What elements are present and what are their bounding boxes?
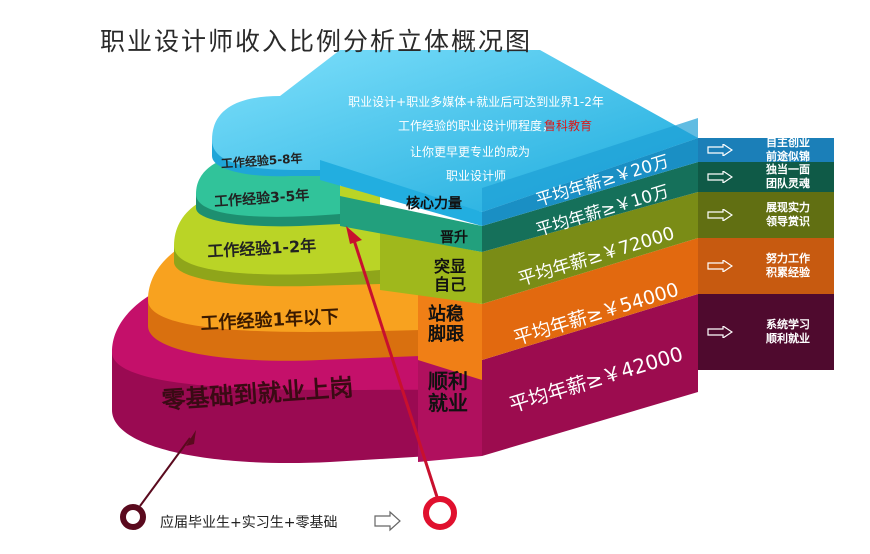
bottom-note: 应届毕业生+实习生+零基础	[160, 515, 338, 531]
level-2-front-face	[482, 238, 698, 360]
tag-line: 领导赏识	[766, 215, 810, 228]
level-2-tag-face	[698, 238, 834, 294]
page-title: 职业设计师收入比例分析立体概况图	[100, 27, 533, 56]
red-pointer	[346, 226, 457, 530]
level-1-front-face	[482, 294, 698, 456]
bottom-arrow-icon	[374, 510, 401, 532]
level-5-tag-face	[698, 138, 834, 162]
stage-label: 就业	[428, 391, 468, 415]
tag-line: 系统学习	[766, 318, 810, 331]
dark-pointer-circle	[120, 504, 146, 530]
arrow-right-icon	[698, 260, 742, 272]
stage-label: 站稳	[428, 303, 464, 325]
intro-line: 让你更早更专业的成为	[410, 144, 530, 159]
tag-text: 系统学习顺利就业	[742, 318, 834, 346]
tag-line: 自主创业	[766, 136, 810, 149]
red-pointer-line	[350, 233, 440, 501]
dark-pointer-arrowhead	[186, 430, 196, 446]
stage-label: 脚跟	[428, 324, 465, 345]
level-tag: 努力工作积累经验	[698, 238, 834, 294]
red-pointer-arrowhead	[346, 226, 362, 244]
tag-line: 团队灵魂	[766, 177, 810, 190]
dark-pointer-line	[139, 437, 191, 507]
tag-text: 努力工作积累经验	[742, 252, 834, 280]
intro-line: 职业设计+职业多媒体+就业后可达到业界1-2年	[348, 95, 604, 109]
tag-line: 独当一面	[766, 163, 810, 176]
brand-name: 鲁科教育	[544, 118, 592, 133]
arrow-right-icon	[698, 171, 742, 183]
arrow-right-icon	[698, 326, 742, 338]
level-4-tag-face	[698, 162, 834, 192]
level-5-side-face	[320, 160, 482, 226]
tag-line: 前途似锦	[766, 150, 810, 163]
level-tag: 独当一面团队灵魂	[698, 162, 834, 192]
level-tag: 展现实力领导赏识	[698, 192, 834, 238]
tag-text: 自主创业前途似锦	[742, 136, 834, 164]
tag-text: 展现实力领导赏识	[742, 201, 834, 229]
level-2-side-face	[418, 292, 482, 380]
arrow-right-icon	[698, 209, 742, 221]
experience-label: 工作经验5-8年	[220, 150, 303, 171]
stage-label: 突显	[434, 257, 466, 276]
level-5-group	[212, 50, 834, 226]
experience-label: 工作经验3-5年	[214, 187, 310, 211]
intro-line: 工作经验的职业设计师程度，	[398, 118, 554, 133]
tag-line: 积累经验	[766, 266, 810, 279]
level-5-front-face	[482, 138, 698, 226]
stage-label: 核心力量	[406, 195, 462, 212]
tag-line: 努力工作	[766, 252, 810, 265]
level-3-front-face	[482, 192, 698, 304]
level-4-side-face	[340, 196, 482, 252]
level-tag: 自主创业前途似锦	[698, 136, 834, 164]
stage-label: 晋升	[440, 229, 468, 246]
level-5-front-face-lower	[482, 118, 698, 212]
tag-text: 独当一面团队灵魂	[742, 163, 834, 191]
level-4-front-face	[482, 162, 698, 252]
level-3-tag-face	[698, 192, 834, 238]
stage-label: 顺利	[428, 369, 468, 393]
level-3-side-face	[380, 232, 482, 304]
level-1-tag-face	[698, 294, 834, 370]
stage-label: 自己	[434, 275, 466, 294]
intro-line: 职业设计师	[446, 169, 506, 183]
dark-pointer	[120, 430, 196, 530]
tag-line: 展现实力	[766, 201, 810, 214]
level-1-side-face	[418, 348, 482, 462]
level-tag: 系统学习顺利就业	[698, 294, 834, 370]
tag-line: 顺利就业	[766, 332, 810, 345]
red-pointer-circle	[423, 496, 457, 530]
arrow-right-icon	[698, 144, 742, 156]
